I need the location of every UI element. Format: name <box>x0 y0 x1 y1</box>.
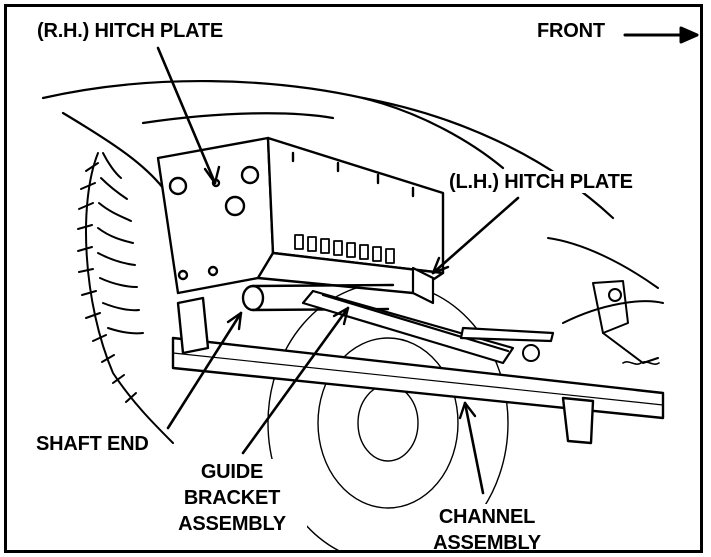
label-channel-assembly: CHANNEL ASSEMBLY <box>412 504 562 553</box>
label-channel-line: CHANNEL <box>438 506 536 528</box>
label-rh-hitch-plate: (R.H.) HITCH PLATE <box>37 20 224 42</box>
label-front: FRONT <box>537 20 605 42</box>
leader-lines <box>156 46 520 495</box>
label-assembly-line: ASSEMBLY <box>178 513 286 535</box>
label-shaft-end: SHAFT END <box>36 433 149 455</box>
linkage-right <box>522 237 664 365</box>
fender <box>41 79 615 220</box>
label-lh-hitch-plate: (L.H.) HITCH PLATE <box>449 171 633 193</box>
label-guide-bracket-assembly: GUIDE BRACKET ASSEMBLY <box>157 459 307 537</box>
label-bracket-line: BRACKET <box>183 487 281 509</box>
rh-hitch-plate <box>156 136 445 295</box>
label-channel-assembly-line: ASSEMBLY <box>433 532 541 553</box>
hitch-assembly-illustration <box>41 26 699 550</box>
label-guide-line: GUIDE <box>200 461 264 483</box>
rear-tire <box>77 152 174 444</box>
front-arrow-icon <box>623 26 699 44</box>
channel-assembly <box>171 296 665 445</box>
shaft-rod <box>241 283 395 312</box>
diagram-frame: (R.H.) HITCH PLATE FRONT (L.H.) HITCH PL… <box>4 4 703 553</box>
guide-bracket <box>301 266 555 365</box>
